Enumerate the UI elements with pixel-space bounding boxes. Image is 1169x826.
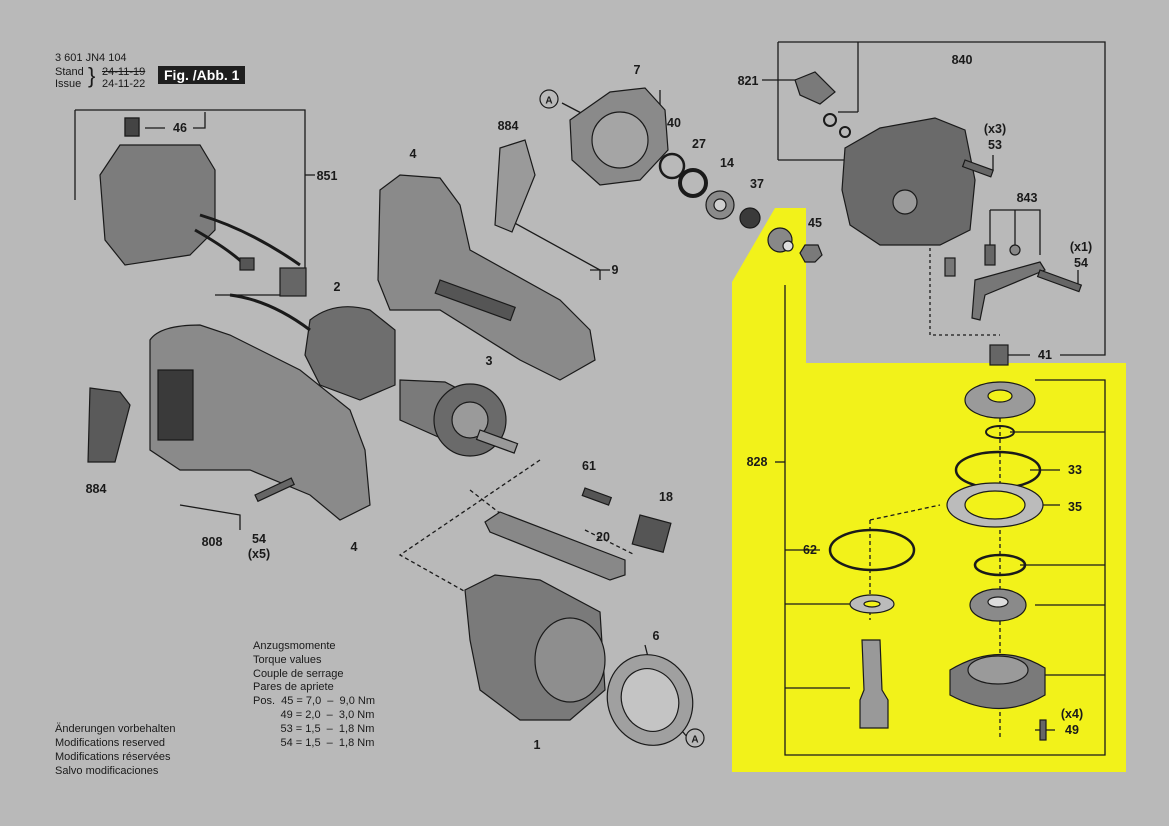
note-es: Salvo modificaciones (55, 765, 159, 777)
callout-46: 46 (173, 121, 187, 135)
callout-62: 62 (803, 543, 817, 557)
part-851-electronics (99, 144, 216, 266)
document-number: 3 601 JN4 104 (55, 52, 127, 64)
highlight-region (732, 208, 1126, 772)
part-808-motor-housing (149, 324, 371, 521)
callout-9: 9 (612, 263, 619, 277)
callout-35: 35 (1068, 500, 1082, 514)
ref-a-bottom: A (691, 735, 698, 746)
callout-x4: (x4) (1061, 707, 1083, 721)
callout-4-bottom: 4 (351, 540, 358, 554)
stand-date: 24-11-19 (102, 66, 146, 78)
callout-808: 808 (202, 535, 223, 549)
part-821-clip (794, 71, 836, 105)
part-41-bush (989, 344, 1009, 366)
torque-values-block: Anzugsmomente Torque values Couple de se… (253, 640, 375, 750)
issue-date: 24-11-22 (102, 78, 146, 90)
part-884-cover-left (87, 387, 131, 463)
note-de: Änderungen vorbehalten (55, 723, 176, 735)
part-27-ring (678, 168, 708, 198)
callout-3: 3 (486, 354, 493, 368)
part-37-seal (739, 207, 761, 229)
part-45-nut (799, 244, 823, 263)
callout-54-right: 54 (1074, 256, 1088, 270)
callout-27: 27 (692, 137, 706, 151)
torque-title-fr: Couple de serrage (253, 667, 344, 680)
stand-label: Stand (55, 66, 84, 78)
torque-title-de: Anzugsmomente (253, 640, 336, 652)
ref-a-top-circle (539, 89, 559, 109)
callout-4-top: 4 (410, 147, 417, 161)
figure-label: Fig. /Abb. 1 (158, 66, 246, 84)
part-61-spring (581, 487, 613, 506)
note-en: Modifications reserved (55, 737, 166, 749)
callout-843: 843 (1017, 191, 1038, 205)
callout-18: 18 (659, 490, 673, 504)
part-4-housing-top (377, 174, 596, 381)
leader-843 (990, 209, 1041, 255)
callout-54-left: 54 (252, 532, 266, 546)
callout-33: 33 (1068, 463, 1082, 477)
callout-884-top: 884 (498, 119, 519, 133)
callout-7: 7 (634, 63, 641, 77)
part-40-circlip (658, 152, 686, 180)
callout-821: 821 (738, 74, 759, 88)
callout-41: 41 (1038, 348, 1052, 362)
callout-20: 20 (596, 530, 610, 544)
issue-label: Issue (55, 78, 82, 90)
part-circlip-large (973, 553, 1027, 577)
leader-840 (778, 41, 1106, 356)
torque-row-53: 53 = 1,5 – 1,8 Nm (253, 722, 375, 735)
ref-a-top: A (545, 96, 552, 107)
callout-49: 49 (1065, 723, 1079, 737)
callout-6: 6 (653, 629, 660, 643)
callout-x5: (x5) (248, 547, 270, 561)
callout-40: 40 (667, 116, 681, 130)
callout-851: 851 (317, 169, 338, 183)
torque-row-54: 54 = 1,5 – 1,8 Nm (253, 736, 375, 749)
part-20-slider (484, 511, 626, 581)
torque-title-es: Pares de apriete (253, 681, 334, 694)
part-884-plate-top (494, 139, 536, 233)
part-circlip-small (985, 425, 1015, 439)
torque-row-45: Pos. 45 = 7,0 – 9,0 Nm (253, 695, 375, 708)
note-fr: Modifications réservées (55, 751, 171, 763)
callout-37: 37 (750, 177, 764, 191)
torque-title-en: Torque values (253, 653, 322, 666)
torque-row-49: 49 = 2,0 – 3,0 Nm (253, 708, 375, 721)
callout-840: 840 (952, 53, 973, 67)
brace-glyph: } (88, 63, 96, 88)
callout-53: 53 (988, 138, 1002, 152)
callout-x3: (x3) (984, 122, 1006, 136)
ref-a-bottom-circle (685, 728, 705, 748)
modification-notes: Änderungen vorbehalten Modifications res… (55, 722, 175, 778)
part-spindle (859, 639, 889, 729)
callout-2: 2 (334, 280, 341, 294)
callout-1: 1 (534, 738, 541, 752)
callout-61: 61 (582, 459, 596, 473)
part-18-button (631, 514, 672, 553)
leader-851 (75, 109, 306, 296)
callout-828: 828 (747, 455, 768, 469)
part-2-stator (304, 306, 396, 401)
callout-14: 14 (720, 156, 734, 170)
callout-x1: (x1) (1070, 240, 1092, 254)
callout-884-left: 884 (86, 482, 107, 496)
callout-45: 45 (808, 216, 822, 230)
part-62-o-ring (828, 528, 916, 572)
part-840-gear-head (841, 117, 976, 246)
leader-828 (784, 285, 1106, 756)
